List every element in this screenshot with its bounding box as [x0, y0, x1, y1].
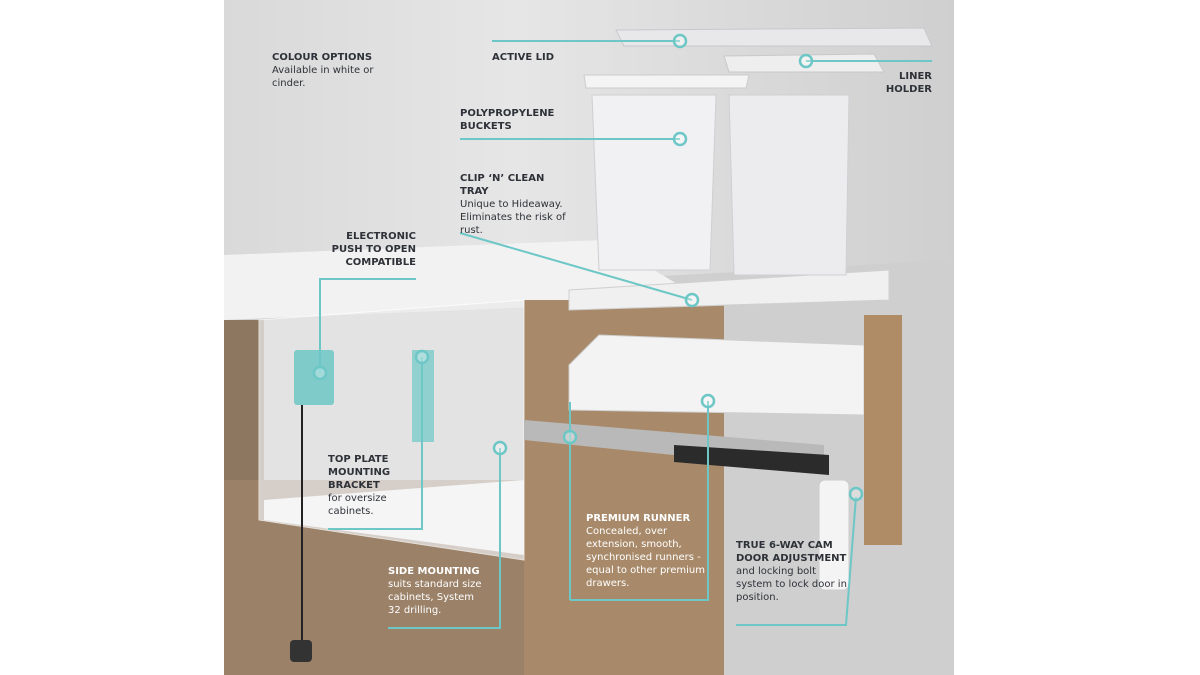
callout-active-lid: ACTIVE LID	[492, 52, 555, 63]
callout-electronic-push: ELECTRONIC PUSH TO OPEN COMPATIBLE	[331, 231, 416, 268]
callout-liner-holder: LINER HOLDER	[885, 71, 932, 95]
illustration	[224, 27, 954, 675]
callout-polypropylene-buckets: POLYPROPYLENE BUCKETS	[460, 108, 555, 132]
